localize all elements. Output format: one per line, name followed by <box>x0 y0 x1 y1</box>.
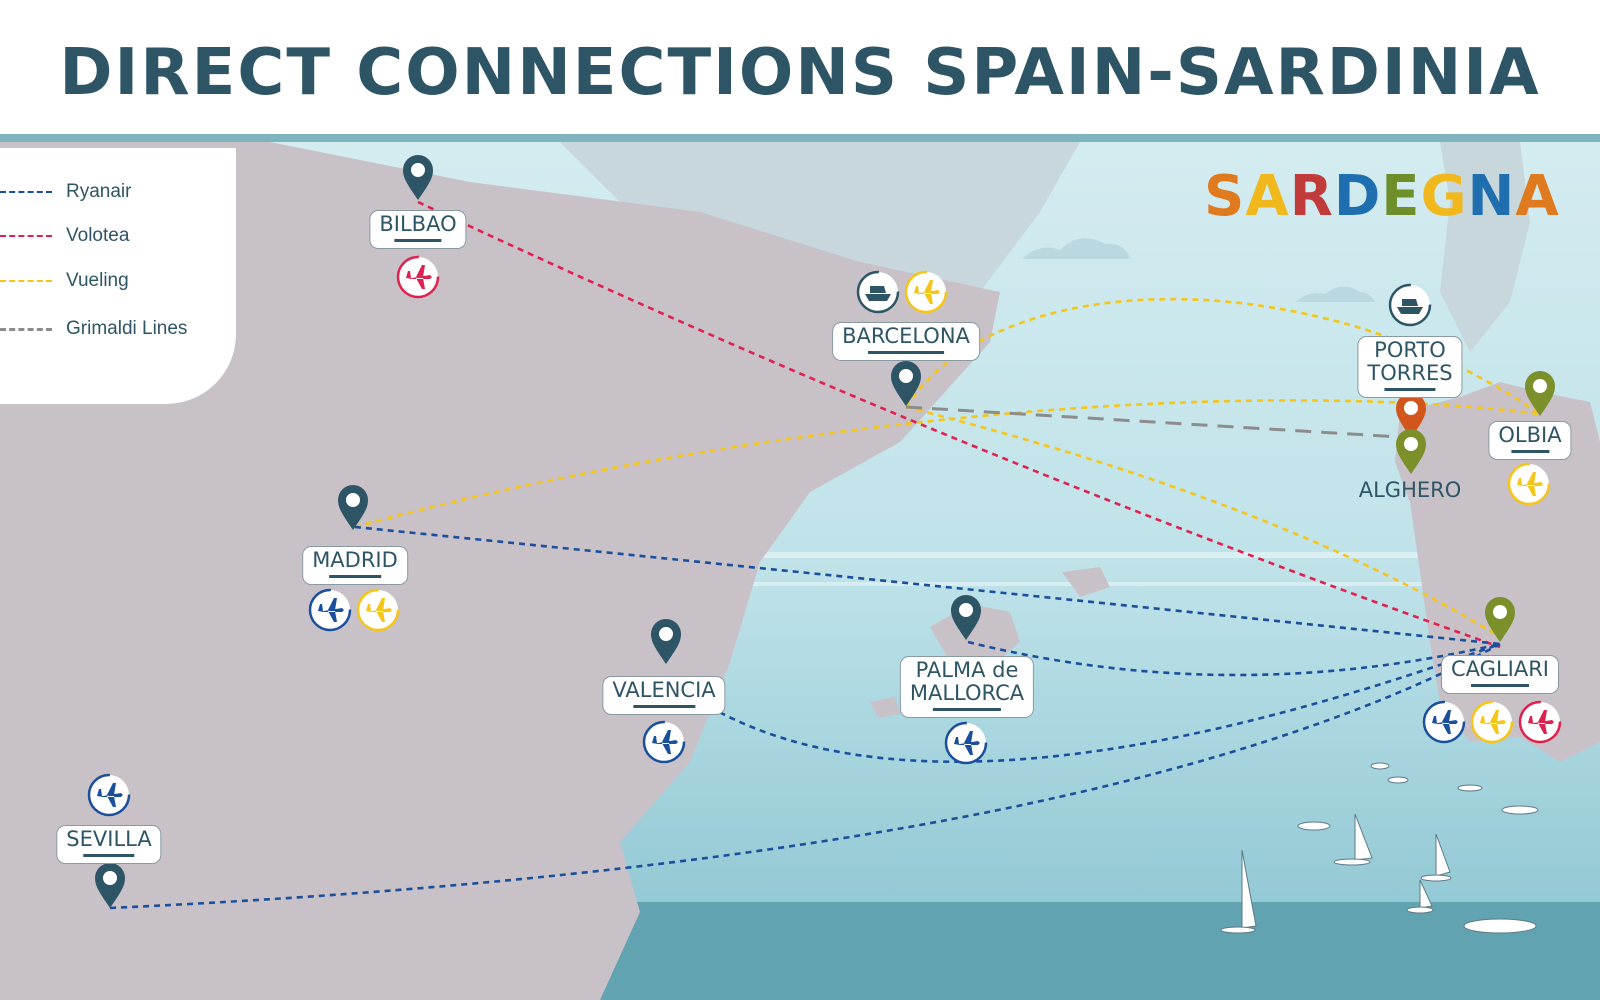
airplane-icon <box>904 270 948 314</box>
legend: Ryanair Volotea Vueling Grimaldi Lines <box>0 148 236 404</box>
city-label-madrid: MADRID <box>302 546 408 585</box>
route-volotea-bilbao-cagliari <box>417 200 1501 649</box>
menorca-land <box>1062 567 1110 597</box>
header: DIRECT CONNECTIONS SPAIN-SARDINIA <box>0 0 1600 138</box>
sardegna-logo: SARDEGNA <box>1204 164 1560 229</box>
route-ryanair-sevilla-cagliari <box>109 642 1501 910</box>
legend-swatch <box>0 280 52 282</box>
ferry-icon <box>856 270 900 314</box>
city-label-olbia: OLBIA <box>1488 421 1572 460</box>
city-name: BILBAO <box>379 212 457 236</box>
airplane-icon <box>1422 700 1466 744</box>
header-divider <box>0 134 1600 142</box>
sea-band <box>700 582 1600 586</box>
airplane-icon <box>1518 700 1562 744</box>
city-name: BARCELONA <box>842 324 970 348</box>
route-vueling-barcelona-cagliari <box>905 405 1501 639</box>
airplane-icon <box>1507 462 1551 506</box>
city-name: VALENCIA <box>612 678 716 702</box>
city-label-cagliari: CAGLIARI <box>1441 655 1559 694</box>
deep-sea <box>520 902 1600 1000</box>
ibiza-land <box>870 697 900 718</box>
route-ryanair-madrid-cagliari <box>354 525 1501 646</box>
boats <box>1220 762 1539 934</box>
airplane-icon <box>308 588 352 632</box>
city-label-alghero: ALGHERO <box>1358 478 1462 502</box>
corsica-land <box>1440 142 1530 352</box>
logo-letter: A <box>1245 164 1290 229</box>
airplane-icon <box>356 588 400 632</box>
legend-label: Grimaldi Lines <box>66 318 188 339</box>
airplane-icon <box>87 773 131 817</box>
legend-label: Vueling <box>66 270 129 291</box>
sea-band <box>640 552 1600 558</box>
city-name-line-2: MALLORCA <box>909 681 1025 705</box>
route-grimaldi-barcelona-porto-torres <box>905 405 1401 439</box>
city-name-line-1: PALMA de <box>915 658 1019 682</box>
map: BILBAO BARCELONA MADRID VALENCIA PALMA d… <box>0 142 1600 1000</box>
city-label-valencia: VALENCIA <box>602 676 726 715</box>
city-label-barcelona: BARCELONA <box>832 322 980 361</box>
route-ryanair-valencia-cagliari <box>709 642 1501 764</box>
legend-swatch <box>0 328 52 331</box>
logo-letter: D <box>1333 164 1382 229</box>
route-layer <box>109 200 1541 910</box>
logo-letter: G <box>1420 164 1468 229</box>
airplane-icon <box>944 721 988 765</box>
legend-label: Ryanair <box>66 181 132 202</box>
city-name: OLBIA <box>1498 423 1562 447</box>
airplane-icon <box>396 255 440 299</box>
logo-letter: A <box>1515 164 1560 229</box>
airplane-icon <box>642 720 686 764</box>
legend-label: Volotea <box>66 225 130 246</box>
legend-swatch <box>0 235 52 237</box>
cloud <box>1022 238 1130 259</box>
logo-letter: N <box>1467 164 1516 229</box>
airplane-icon <box>1470 700 1514 744</box>
iberia-land <box>0 142 1000 1000</box>
logo-letter: E <box>1381 164 1421 229</box>
city-name-line-1: PORTO <box>1374 338 1446 362</box>
cloud <box>1295 286 1375 302</box>
city-label-bilbao: BILBAO <box>369 210 467 249</box>
page-title: DIRECT CONNECTIONS SPAIN-SARDINIA <box>59 36 1541 110</box>
city-label-sevilla: SEVILLA <box>56 825 162 864</box>
legend-swatch <box>0 191 52 193</box>
map-canvas <box>0 142 1600 1000</box>
city-name: SEVILLA <box>66 827 152 851</box>
city-name-line-2: TORRES <box>1367 361 1453 385</box>
city-name: MADRID <box>312 548 398 572</box>
city-name: CAGLIARI <box>1451 657 1549 681</box>
route-vueling-madrid-olbia <box>354 399 1541 529</box>
icon-layer <box>87 255 1562 817</box>
ferry-icon <box>1388 283 1432 327</box>
logo-letter: S <box>1204 164 1246 229</box>
logo-letter: R <box>1289 164 1334 229</box>
route-ryanair-palma-cagliari <box>967 640 1501 677</box>
mallorca-land <box>930 604 1020 667</box>
